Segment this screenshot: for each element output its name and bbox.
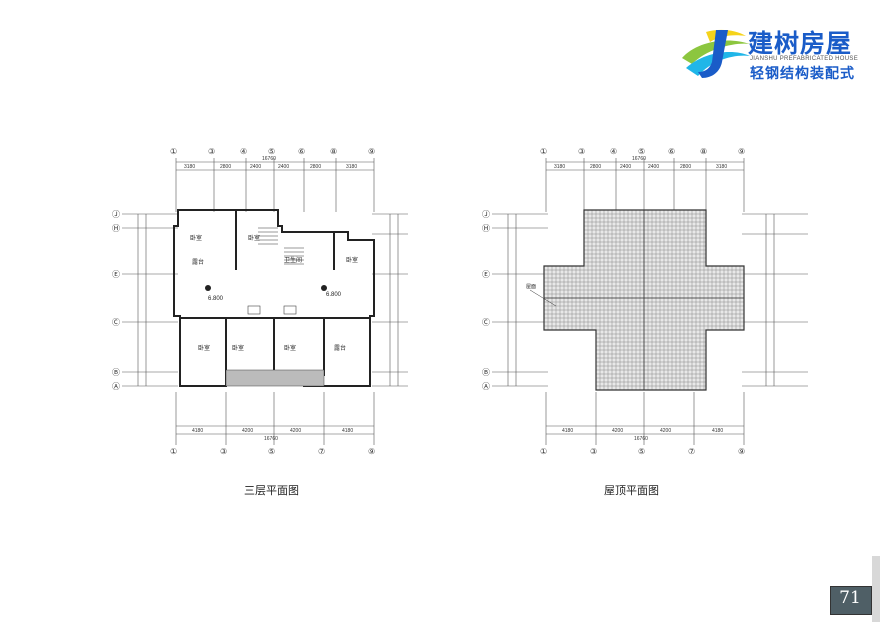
- svg-text:2800: 2800: [220, 164, 231, 170]
- svg-text:Ⓒ: Ⓒ: [112, 318, 120, 327]
- svg-text:Ⓙ: Ⓙ: [482, 210, 490, 219]
- svg-text:Ⓗ: Ⓗ: [482, 224, 490, 233]
- svg-text:Ⓐ: Ⓐ: [112, 382, 120, 391]
- room-label: 卫生间: [284, 256, 302, 264]
- page-edge-shadow: [872, 556, 880, 622]
- level-mark-left: 6.800: [208, 296, 224, 302]
- room-label: 卧室: [190, 234, 202, 242]
- svg-text:⑨: ⑨: [738, 147, 745, 156]
- svg-text:⑦: ⑦: [688, 447, 695, 456]
- svg-text:2400: 2400: [278, 164, 289, 170]
- svg-text:①: ①: [540, 447, 547, 456]
- svg-text:2800: 2800: [310, 164, 321, 170]
- room-label: 露台: [334, 344, 346, 352]
- svg-text:4180: 4180: [562, 428, 573, 434]
- page-number: 71: [839, 588, 861, 608]
- svg-text:①: ①: [170, 447, 177, 456]
- svg-text:⑥: ⑥: [668, 147, 675, 156]
- brand-name-english: JIANSHU PREFABRICATED HOUSE: [750, 56, 859, 62]
- room-label: 卧室: [198, 344, 210, 352]
- svg-text:Ⓙ: Ⓙ: [112, 210, 120, 219]
- svg-text:3180: 3180: [346, 164, 357, 170]
- svg-text:16760: 16760: [264, 436, 278, 442]
- room-label: 露台: [192, 258, 204, 266]
- svg-text:16760: 16760: [632, 156, 646, 162]
- room-label: 卧室: [346, 256, 358, 264]
- svg-text:④: ④: [240, 147, 247, 156]
- svg-text:①: ①: [540, 147, 547, 156]
- svg-text:⑤: ⑤: [638, 447, 645, 456]
- svg-text:4180: 4180: [712, 428, 723, 434]
- svg-text:⑤: ⑤: [268, 147, 275, 156]
- svg-text:①: ①: [170, 147, 177, 156]
- svg-text:⑨: ⑨: [738, 447, 745, 456]
- svg-text:Ⓒ: Ⓒ: [482, 318, 490, 327]
- svg-text:Ⓔ: Ⓔ: [112, 270, 120, 279]
- room-label: 卧室: [284, 344, 296, 352]
- svg-text:Ⓔ: Ⓔ: [482, 270, 490, 279]
- svg-text:Ⓐ: Ⓐ: [482, 382, 490, 391]
- svg-text:2400: 2400: [620, 164, 631, 170]
- page-number-badge: [830, 586, 872, 615]
- svg-text:Ⓗ: Ⓗ: [112, 224, 120, 233]
- roof-plan-drawing: 屋面 3180 2800 2400 2400 2800 3180 16760 4180 4…: [482, 147, 808, 456]
- svg-text:3180: 3180: [554, 164, 565, 170]
- svg-text:⑧: ⑧: [330, 147, 337, 156]
- svg-text:③: ③: [208, 147, 215, 156]
- brand-tagline: 轻钢结构装配式: [750, 66, 855, 82]
- third-floor-plan-caption: 三层平面图: [244, 484, 299, 497]
- svg-text:3180: 3180: [184, 164, 195, 170]
- svg-text:⑤: ⑤: [268, 447, 275, 456]
- svg-text:2400: 2400: [250, 164, 261, 170]
- roof-plan-caption: 屋顶平面图: [604, 484, 659, 497]
- svg-text:16760: 16760: [262, 156, 276, 162]
- svg-text:⑦: ⑦: [318, 447, 325, 456]
- svg-text:⑧: ⑧: [700, 147, 707, 156]
- svg-text:⑨: ⑨: [368, 147, 375, 156]
- svg-text:4200: 4200: [242, 428, 253, 434]
- brand-name: 建树房屋: [748, 29, 853, 58]
- svg-text:⑤: ⑤: [638, 147, 645, 156]
- svg-text:Ⓑ: Ⓑ: [482, 368, 490, 377]
- svg-text:③: ③: [590, 447, 597, 456]
- svg-text:2800: 2800: [680, 164, 691, 170]
- third-floor-plan-drawing: 6.800 6.800 卧室 卧室 卧室 卧室 卧室 卧室 卫生间 露台 露台 …: [112, 147, 408, 456]
- svg-text:Ⓑ: Ⓑ: [112, 368, 120, 377]
- svg-text:2800: 2800: [590, 164, 601, 170]
- svg-text:③: ③: [578, 147, 585, 156]
- level-mark-right: 6.800: [326, 292, 342, 298]
- svg-text:4200: 4200: [660, 428, 671, 434]
- svg-text:4180: 4180: [342, 428, 353, 434]
- brand-logo-mark: [682, 29, 750, 78]
- roof-note: 屋面: [526, 284, 536, 290]
- svg-text:⑨: ⑨: [368, 447, 375, 456]
- svg-text:4200: 4200: [612, 428, 623, 434]
- svg-text:③: ③: [220, 447, 227, 456]
- svg-text:④: ④: [610, 147, 617, 156]
- svg-text:⑥: ⑥: [298, 147, 305, 156]
- svg-text:3180: 3180: [716, 164, 727, 170]
- svg-text:4200: 4200: [290, 428, 301, 434]
- svg-text:2400: 2400: [648, 164, 659, 170]
- room-label: 卧室: [232, 344, 244, 352]
- svg-text:4180: 4180: [192, 428, 203, 434]
- room-label: 卧室: [248, 234, 260, 242]
- svg-text:16760: 16760: [634, 436, 648, 442]
